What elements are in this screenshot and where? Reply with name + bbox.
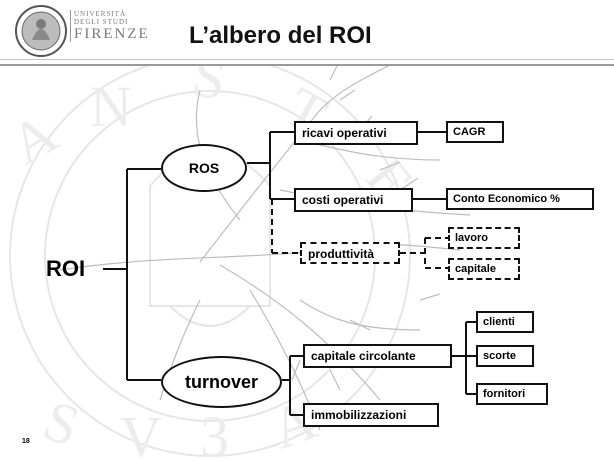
node-clienti: clienti — [476, 311, 534, 333]
node-fornitori: fornitori — [476, 383, 548, 405]
node-costi-operativi: costi operativi — [294, 188, 413, 212]
university-seal-logo — [15, 5, 67, 57]
slide-title: L’albero del ROI — [189, 22, 372, 49]
node-capitale-circolante: capitale circolante — [303, 344, 452, 368]
node-capitale: capitale — [448, 258, 520, 280]
svg-text:V: V — [120, 404, 162, 461]
node-turnover-label: turnover — [184, 371, 258, 392]
svg-text:N: N — [90, 74, 132, 139]
node-produttivita: produttività — [300, 242, 400, 264]
node-conto-economico: Conto Economico % — [446, 188, 594, 210]
university-name: UNIVERSITÀ DEGLI STUDI FIRENZE — [74, 10, 150, 42]
svg-text:3: 3 — [200, 404, 229, 461]
header-rule-thick — [0, 64, 614, 66]
node-ros-label: ROS — [188, 160, 220, 176]
header-divider — [70, 10, 71, 42]
node-ricavi-operativi: ricavi operativi — [294, 121, 418, 145]
node-turnover: turnover — [161, 356, 282, 408]
university-line-1: UNIVERSITÀ — [74, 10, 126, 18]
header-rule-thin — [0, 59, 614, 60]
node-immobilizzazioni: immobilizzazioni — [303, 403, 439, 427]
university-line-2: DEGLI STUDI — [74, 18, 129, 26]
seal-watermark: A N S T E S V 3 A — [0, 66, 426, 461]
slide-header: UNIVERSITÀ DEGLI STUDI FIRENZE L’albero … — [0, 0, 614, 64]
node-roi: ROI — [46, 256, 86, 281]
node-ros: ROS — [161, 144, 247, 192]
node-scorte: scorte — [476, 345, 534, 367]
node-lavoro: lavoro — [448, 227, 520, 249]
university-line-3: FIRENZE — [74, 26, 150, 42]
page-number: 18 — [22, 438, 30, 445]
node-cagr: CAGR — [446, 121, 504, 143]
